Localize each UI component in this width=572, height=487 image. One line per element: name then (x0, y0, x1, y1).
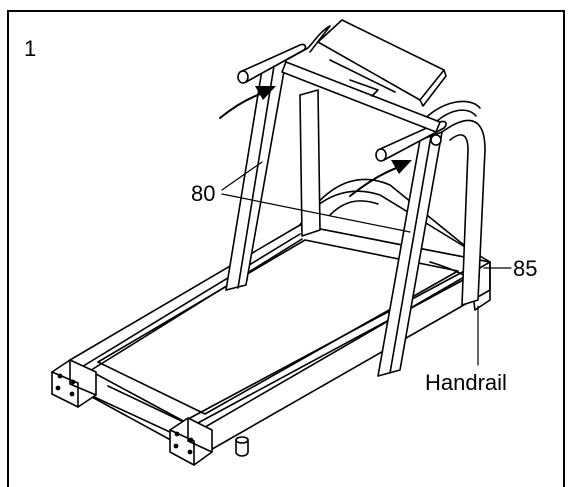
figure-frame (7, 10, 565, 487)
upper-crossbar (281, 61, 441, 133)
left-upright (225, 59, 321, 291)
rear-end-caps (51, 359, 249, 466)
callout-handrail: Handrail (425, 370, 507, 395)
right-upright (377, 119, 486, 377)
treadmill-deck (69, 224, 491, 457)
callout-part-85: 85 (513, 256, 538, 281)
arrow-right (349, 160, 412, 197)
left-handrail (237, 25, 331, 84)
console (317, 19, 447, 107)
arrow-left (219, 86, 276, 119)
callout-part-80: 80 (191, 181, 216, 206)
callout-leaders (221, 161, 512, 366)
step-number: 1 (24, 36, 37, 61)
